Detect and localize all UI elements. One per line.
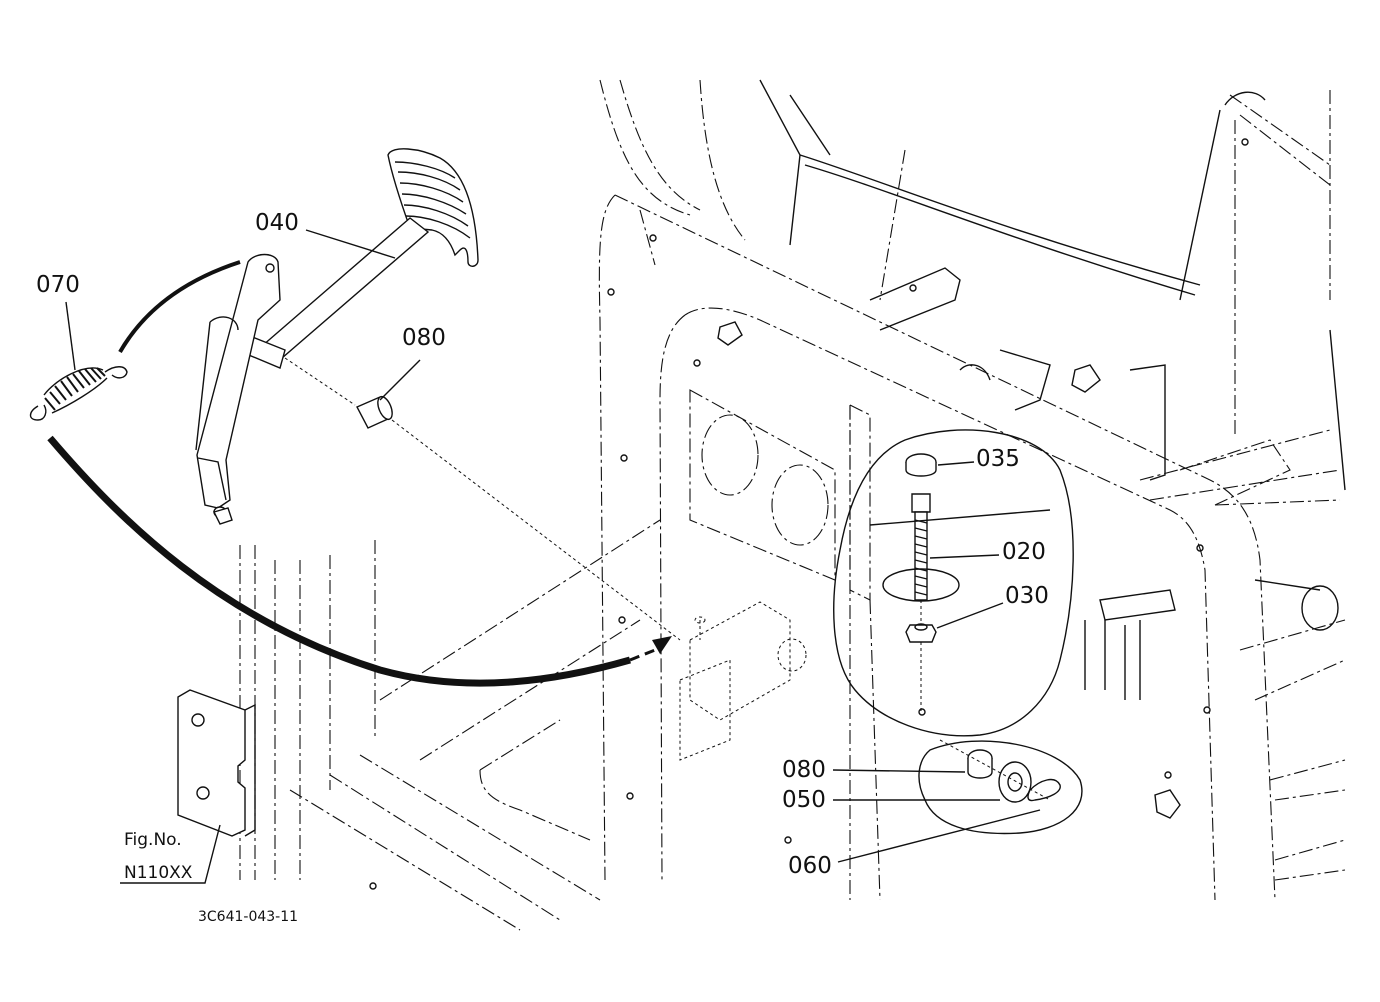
part-label-050: 050 — [782, 787, 826, 813]
part-label-070: 070 — [36, 272, 80, 298]
assembly-arrows — [47, 260, 672, 687]
part-label-030: 030 — [1005, 583, 1049, 609]
part-label-040: 040 — [255, 210, 299, 236]
part-label-080-bottom: 080 — [782, 757, 826, 783]
side-plate — [177, 689, 256, 837]
part-label-080-top: 080 — [402, 325, 446, 351]
mounting-bracket — [679, 601, 807, 761]
detail-bubble — [833, 429, 1083, 835]
cab-frame-outline — [239, 79, 1346, 931]
pedal-part — [195, 148, 479, 525]
bushing-part-top — [284, 357, 681, 641]
figure-number-value: N110XX — [124, 863, 193, 883]
leader-lines — [65, 229, 1041, 884]
bolt-assembly — [869, 453, 1051, 712]
pin-assembly-detail — [939, 739, 1061, 803]
part-label-035: 035 — [976, 446, 1020, 472]
drawing-code: 3C641-043-11 — [198, 909, 299, 925]
figure-number-label: Fig.No. — [124, 830, 182, 850]
part-label-020: 020 — [1002, 539, 1046, 565]
part-label-060: 060 — [788, 853, 832, 879]
spring-part — [29, 366, 128, 421]
